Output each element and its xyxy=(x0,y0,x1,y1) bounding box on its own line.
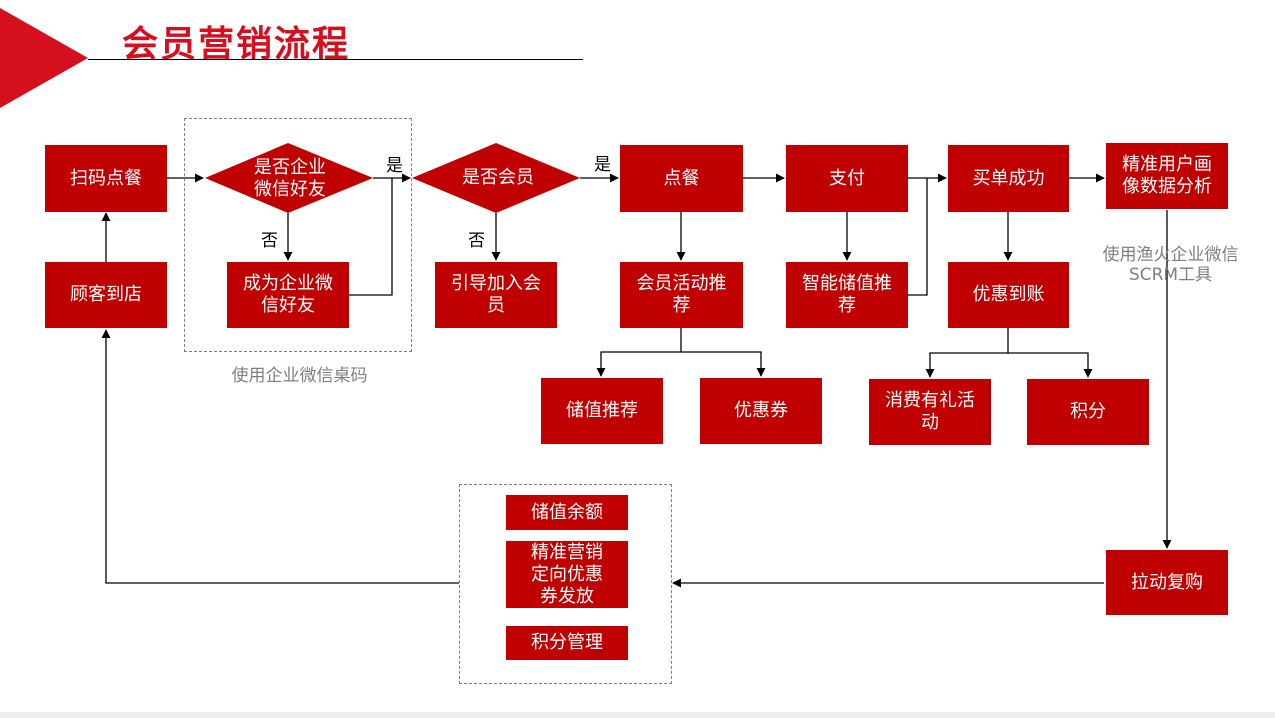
diamond-is-wecom-friend xyxy=(205,143,373,213)
wecom-table-code-group xyxy=(184,118,412,352)
title-triangle-decoration xyxy=(0,8,88,108)
line-discount-split xyxy=(925,328,1009,378)
page-title: 会员营销流程 xyxy=(122,24,351,65)
slide-bottom-strip xyxy=(0,712,1275,718)
wecom-table-code-caption: 使用企业微信桌码 xyxy=(231,366,368,386)
title-underline xyxy=(88,59,583,60)
member-assets-group xyxy=(459,484,672,684)
become-wecom-friend-node: 成为企业微信好友 xyxy=(227,262,349,328)
member-activity-recommend-node: 会员活动推荐 xyxy=(620,262,743,328)
targeted-coupon-node: 精准营销定向优惠券发放 xyxy=(506,541,628,608)
discount-credited-node: 优惠到账 xyxy=(948,262,1069,328)
diamond-is-member xyxy=(412,143,580,213)
no-label-1: 否 xyxy=(261,231,278,251)
arrow-group-to-arrive xyxy=(101,329,459,584)
coupon-node: 优惠券 xyxy=(700,378,822,444)
line-activity-split xyxy=(596,328,682,377)
smart-stored-value-recommend-node: 智能储值推荐 xyxy=(786,262,908,328)
no-label-2: 否 xyxy=(468,231,485,251)
is-wecom-friend-label: 是否企业微信好友 xyxy=(254,157,326,200)
scan-order-node: 扫码点餐 xyxy=(45,145,167,212)
scrm-tool-caption: 使用渔火企业微信SCRM工具 xyxy=(1102,245,1239,285)
line-activity-split-right xyxy=(681,351,766,377)
guide-join-member-node: 引导加入会员 xyxy=(435,262,557,328)
repurchase-node: 拉动复购 xyxy=(1106,550,1228,615)
stored-value-recommend-node: 储值推荐 xyxy=(541,378,663,444)
points-management-node: 积分管理 xyxy=(506,626,628,660)
user-portrait-analysis-node: 精准用户画像数据分析 xyxy=(1106,143,1228,209)
stored-balance-node: 储值余额 xyxy=(506,495,628,530)
line-discount-split-right xyxy=(1008,352,1093,378)
points-node: 积分 xyxy=(1027,379,1149,445)
customer-arrive-node: 顾客到店 xyxy=(45,262,167,328)
pay-node: 支付 xyxy=(786,145,908,212)
line-become-friend-back xyxy=(349,178,393,296)
checkout-success-node: 买单成功 xyxy=(948,145,1069,212)
yes-label-2: 是 xyxy=(594,155,611,175)
yes-label-1: 是 xyxy=(386,156,403,176)
line-smart-back xyxy=(908,178,928,296)
is-member-label: 是否会员 xyxy=(462,167,534,188)
gift-activity-node: 消费有礼活动 xyxy=(869,379,991,445)
order-node: 点餐 xyxy=(620,145,743,212)
